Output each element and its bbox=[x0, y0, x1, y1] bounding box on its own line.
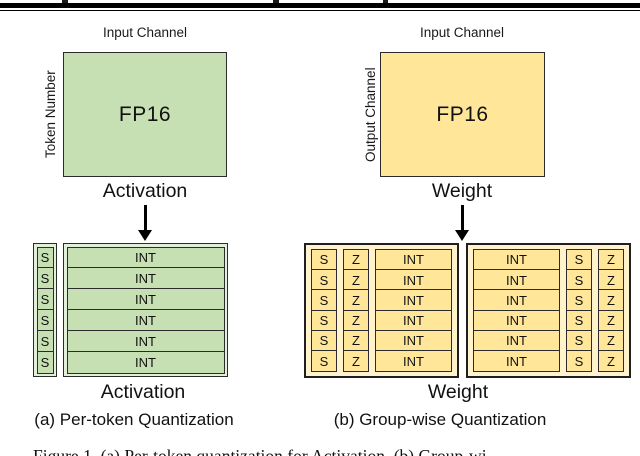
int-cell: INT bbox=[473, 309, 560, 332]
panel-b-side-axis-label: Output Channel bbox=[363, 67, 378, 162]
zero-cell: Z bbox=[343, 350, 369, 372]
panel-a-fp16-label: FP16 bbox=[118, 102, 172, 126]
int-cell: INT bbox=[375, 309, 452, 332]
panel-b-fp16-matrix: FP16 bbox=[380, 52, 545, 177]
scale-cell: S bbox=[36, 330, 54, 353]
panel-a-side-axis-label: Token Number bbox=[43, 70, 58, 159]
figure-caption-fragment: Figure 1. (a) Per-token quantization for… bbox=[33, 446, 487, 456]
int-cell: INT bbox=[66, 330, 225, 353]
int-cell: INT bbox=[473, 269, 560, 292]
scale-cell: S bbox=[566, 309, 592, 332]
panel-a-fp16-matrix: FP16 bbox=[63, 52, 227, 177]
panel-b-weight-group-2: INT INT INT INT INT INT S S S S S S Z Z … bbox=[466, 243, 631, 378]
panel-a-quantized-caption: Activation bbox=[100, 381, 186, 403]
panel-b-fp16-label: FP16 bbox=[436, 102, 489, 126]
scale-cell: S bbox=[311, 309, 337, 332]
scale-cell: S bbox=[36, 267, 54, 290]
int-cell: INT bbox=[473, 249, 560, 271]
zero-cell: Z bbox=[598, 269, 624, 292]
scale-cell: S bbox=[566, 269, 592, 292]
panel-a-subcaption: (a) Per-token Quantization bbox=[34, 410, 234, 429]
scale-cell: S bbox=[566, 289, 592, 312]
group1-scale-column: S S S S S S bbox=[311, 249, 337, 372]
zero-cell: Z bbox=[343, 309, 369, 332]
int-cell: INT bbox=[375, 350, 452, 372]
panel-b-matrix-caption: Weight bbox=[431, 180, 493, 202]
panel-a-down-arrow-head bbox=[138, 230, 152, 241]
zero-cell: Z bbox=[343, 249, 369, 271]
int-cell: INT bbox=[66, 246, 225, 270]
zero-cell: Z bbox=[343, 289, 369, 312]
int-cell: INT bbox=[66, 309, 225, 332]
header-rule-thin bbox=[0, 9, 640, 11]
panel-b-down-arrow bbox=[460, 205, 464, 231]
panel-b-subcaption: (b) Group-wise Quantization bbox=[333, 410, 547, 429]
int-cell: INT bbox=[66, 267, 225, 290]
scale-cell: S bbox=[566, 329, 592, 352]
int-cell: INT bbox=[375, 249, 452, 271]
panel-a-down-arrow bbox=[143, 205, 147, 231]
scale-cell: S bbox=[311, 289, 337, 312]
panel-b-weight-group-1: S S S S S S Z Z Z Z Z Z INT INT INT INT … bbox=[304, 243, 459, 378]
panel-b-quantized-caption: Weight bbox=[427, 381, 489, 403]
int-cell: INT bbox=[375, 269, 452, 292]
zero-cell: Z bbox=[598, 249, 624, 271]
group1-int-column: INT INT INT INT INT INT bbox=[375, 249, 452, 372]
panel-b-top-axis-label: Input Channel bbox=[419, 25, 505, 40]
panel-a-matrix-caption: Activation bbox=[102, 180, 188, 202]
cropped-header-text-remnant bbox=[62, 0, 68, 3]
scale-cell: S bbox=[36, 246, 54, 270]
scale-cell: S bbox=[311, 249, 337, 271]
scale-cell: S bbox=[311, 329, 337, 352]
zero-cell: Z bbox=[598, 329, 624, 352]
scale-cell: S bbox=[566, 350, 592, 372]
group1-zero-column: Z Z Z Z Z Z bbox=[343, 249, 369, 372]
zero-cell: Z bbox=[343, 269, 369, 292]
zero-cell: Z bbox=[598, 309, 624, 332]
int-cell: INT bbox=[66, 350, 225, 374]
int-cell: INT bbox=[473, 289, 560, 312]
zero-cell: Z bbox=[598, 289, 624, 312]
panel-a-scale-column: S S S S S S bbox=[33, 243, 57, 377]
panel-a-int-column: INT INT INT INT INT INT bbox=[63, 243, 228, 377]
scale-cell: S bbox=[311, 269, 337, 292]
scale-cell: S bbox=[311, 350, 337, 372]
scale-cell: S bbox=[36, 288, 54, 311]
zero-cell: Z bbox=[598, 350, 624, 372]
group2-scale-column: S S S S S S bbox=[566, 249, 592, 372]
int-cell: INT bbox=[375, 289, 452, 312]
scale-cell: S bbox=[36, 309, 54, 332]
scale-cell: S bbox=[36, 350, 54, 374]
int-cell: INT bbox=[473, 329, 560, 352]
zero-cell: Z bbox=[343, 329, 369, 352]
header-rule-thick bbox=[0, 3, 640, 8]
panel-b-down-arrow-head bbox=[455, 230, 469, 241]
cropped-header-text-remnant bbox=[383, 0, 388, 3]
panel-a-top-axis-label: Input Channel bbox=[102, 25, 188, 40]
int-cell: INT bbox=[473, 350, 560, 372]
scale-cell: S bbox=[566, 249, 592, 271]
group2-zero-column: Z Z Z Z Z Z bbox=[598, 249, 624, 372]
group2-int-column: INT INT INT INT INT INT bbox=[473, 249, 560, 372]
int-cell: INT bbox=[66, 288, 225, 311]
cropped-header-text-remnant bbox=[273, 0, 279, 3]
int-cell: INT bbox=[375, 329, 452, 352]
